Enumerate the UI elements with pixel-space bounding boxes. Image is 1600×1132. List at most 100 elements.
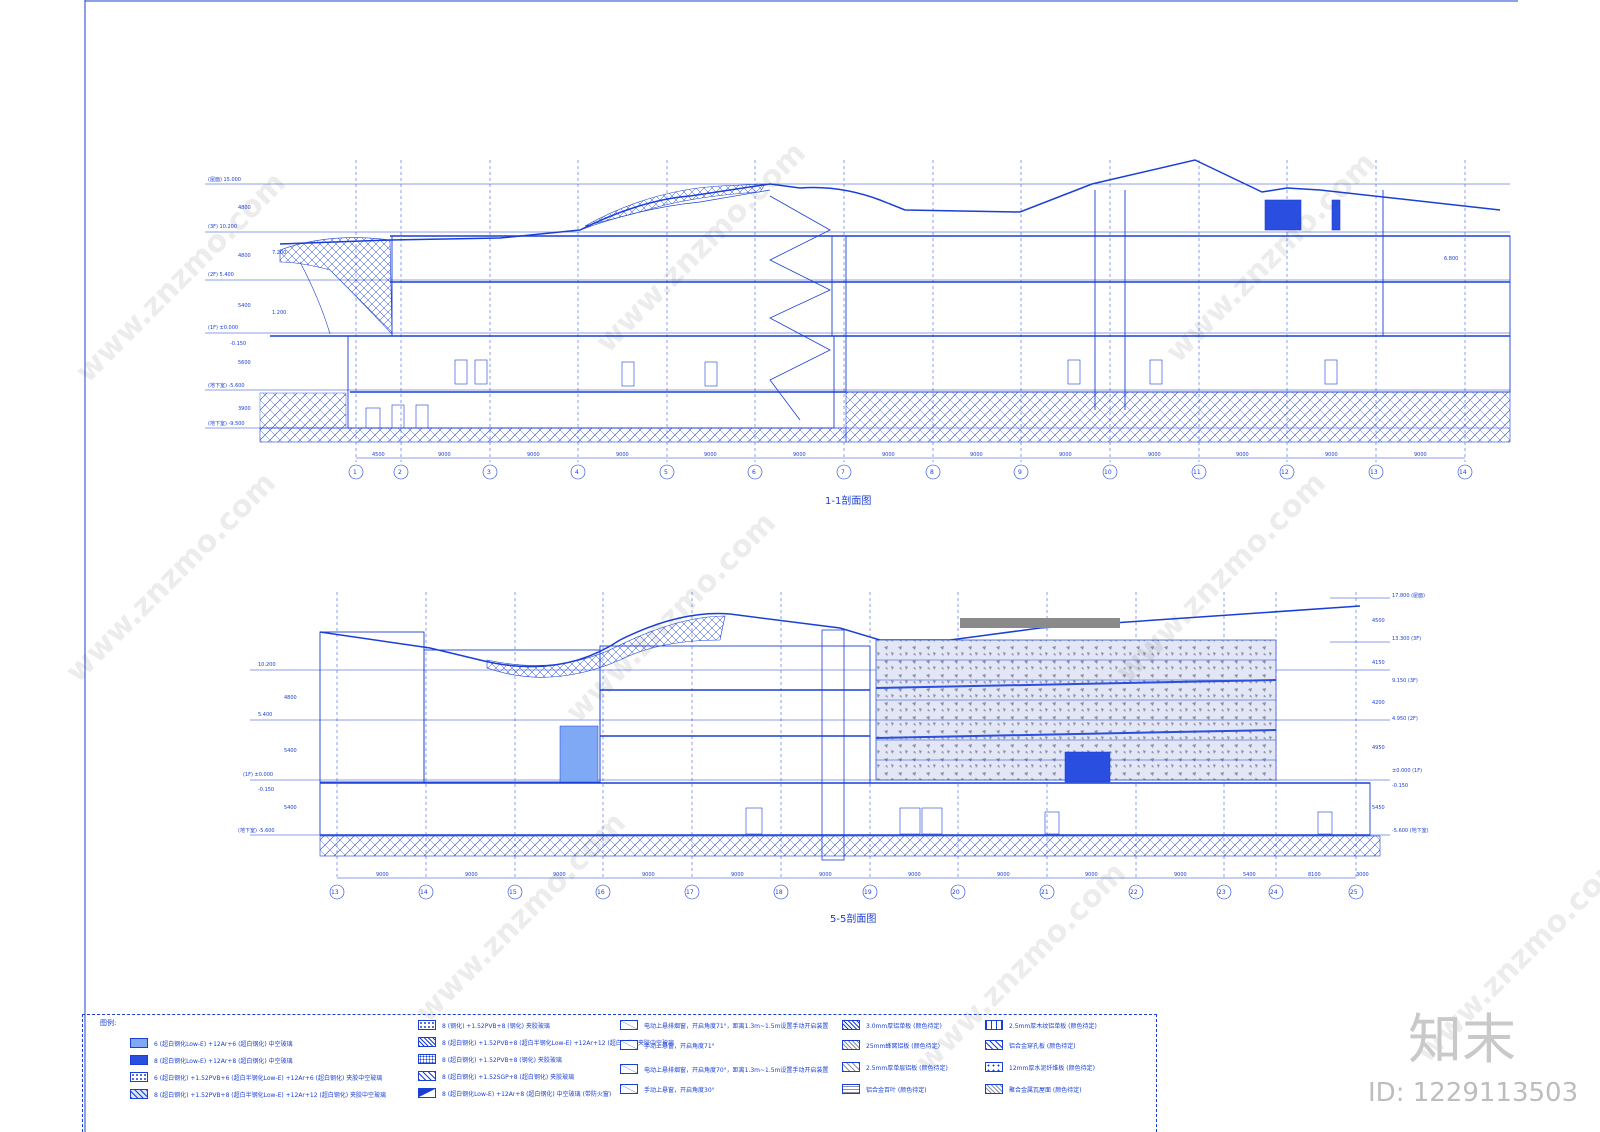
legend-label: 8 (超白钢化Low-E) +12Ar+8 (超白钢化) 中空玻璃 (带防火窗) (442, 1090, 612, 1098)
swatch-icon (418, 1037, 436, 1047)
legend-item: 8 (超白钢化) +1.52PVB+8 (超白半钢化Low-E) +12Ar+1… (418, 1037, 674, 1047)
legend-item: 2.5mm厚木纹铝单板 (颜色待定) (985, 1020, 1097, 1030)
swatch-icon (418, 1054, 436, 1064)
height-dim: 5450 (1372, 805, 1385, 811)
legend-label: 铝合金穿孔板 (颜色待定) (1009, 1042, 1076, 1050)
axis-label: 8 (930, 469, 934, 476)
axis-label: 12 (1281, 469, 1289, 476)
legend-item: 8 (超白钢化Low-E) +12Ar+8 (超白钢化) 中空玻璃 (130, 1055, 293, 1065)
height-dim: 4950 (1372, 745, 1385, 751)
axis-label: 11 (1193, 469, 1201, 476)
legend-item: 8 (超白钢化) +1.52PVB+8 (超白半钢化Low-E) +12Ar+1… (130, 1089, 386, 1099)
span-dim: 9000 (438, 452, 451, 458)
axis-label: 17 (686, 889, 694, 896)
legend-label: 铝合金百叶 (颜色待定) (866, 1086, 927, 1094)
swatch-icon (418, 1088, 436, 1098)
swatch-icon (418, 1071, 436, 1081)
span-dim: 9000 (997, 872, 1010, 878)
swatch-icon (842, 1062, 860, 1072)
axis-label: 13 (331, 889, 339, 896)
legend-item: 铝合金穿孔板 (颜色待定) (985, 1040, 1076, 1050)
section-5-title: 5-5剖面图 (830, 914, 877, 925)
swatch-icon (130, 1072, 148, 1082)
height-dim: 3900 (238, 406, 251, 412)
legend-item: 8 (超白钢化Low-E) +12Ar+8 (超白钢化) 中空玻璃 (带防火窗) (418, 1088, 611, 1098)
level-mark: (2F) 5.400 (208, 272, 234, 278)
span-dim: 9000 (1236, 452, 1249, 458)
span-dim: 9000 (1174, 872, 1187, 878)
legend-label: 聚合金属瓦屋面 (颜色待定) (1009, 1086, 1082, 1094)
window-icon (620, 1084, 638, 1094)
level-mark: -0.150 (1392, 783, 1409, 789)
span-dim: 9000 (1059, 452, 1072, 458)
legend-box (82, 1014, 1157, 1132)
swatch-icon (842, 1084, 860, 1094)
legend-label: 电动上悬排烟窗，开启角度70°，距离1.3m~1.5m设置手动开启装置 (644, 1066, 829, 1074)
legend-item: 电动上悬排烟窗，开启角度71°，距离1.3m~1.5m设置手动开启装置 (620, 1020, 828, 1030)
swatch-icon (842, 1020, 860, 1030)
level-mark: -0.150 (258, 787, 275, 793)
level-mark: 10.200 (258, 662, 276, 668)
elevation-note: 7.200 (272, 250, 287, 256)
span-dim: 9000 (908, 872, 921, 878)
legend-item: 12mm厚水泥纤维板 (颜色待定) (985, 1062, 1095, 1072)
swatch-icon (985, 1062, 1003, 1072)
axis-label: 6 (752, 469, 756, 476)
axis-label: 10 (1104, 469, 1112, 476)
swatch-icon (842, 1040, 860, 1050)
legend-label: 8 (超白钢化) +1.52PVB+8 (超白半钢化Low-E) +12Ar+1… (442, 1039, 675, 1047)
legend-item: 手动上悬窗，开启角度30° (620, 1084, 715, 1094)
height-dim: 5400 (238, 303, 251, 309)
legend-item: 8 (超白钢化) +1.52SGP+8 (超白钢化) 夹胶玻璃 (418, 1071, 574, 1081)
span-dim: 3000 (1356, 872, 1369, 878)
legend-item: 电动上悬排烟窗，开启角度70°，距离1.3m~1.5m设置手动开启装置 (620, 1064, 828, 1074)
legend-label: 25mm蜂窝铝板 (颜色待定) (866, 1042, 940, 1050)
legend-item: 铝合金百叶 (颜色待定) (842, 1084, 927, 1094)
axis-label: 13 (1370, 469, 1378, 476)
level-mark: -0.150 (230, 341, 247, 347)
legend-label: 8 (钢化) +1.52PVB+8 (钢化) 夹胶玻璃 (442, 1022, 550, 1030)
span-dim: 9000 (465, 872, 478, 878)
section-1-1 (205, 159, 1511, 480)
legend-title: 图例: (100, 1019, 117, 1027)
legend-label: 2.5mm厚木纹铝单板 (颜色待定) (1009, 1022, 1097, 1030)
elevation-note: 1.200 (272, 310, 287, 316)
level-mark: -5.600 (地下室) (1392, 828, 1429, 834)
height-dim: 4800 (238, 205, 251, 211)
level-mark: 5.400 (258, 712, 273, 718)
height-dim: 5600 (238, 360, 251, 366)
axis-label: 3 (487, 469, 491, 476)
span-dim: 9000 (793, 452, 806, 458)
legend-item: 8 (超白钢化) +1.52PVB+8 (钢化) 夹胶玻璃 (418, 1054, 562, 1064)
level-mark: (地下室) -9.500 (208, 421, 245, 427)
swatch-icon (130, 1055, 148, 1065)
legend-label: 6 (超白钢化Low-E) +12Ar+6 (超白钢化) 中空玻璃 (154, 1040, 293, 1048)
legend-item: 6 (超白钢化) +1.52PVB+6 (超白半钢化Low-E) +12Ar+6… (130, 1072, 382, 1082)
axis-label: 20 (952, 889, 960, 896)
legend-label: 6 (超白钢化) +1.52PVB+6 (超白半钢化Low-E) +12Ar+6… (154, 1074, 383, 1082)
legend-label: 3.0mm厚铝单板 (颜色待定) (866, 1022, 942, 1030)
span-dim: 9000 (1325, 452, 1338, 458)
span-dim: 4500 (372, 452, 385, 458)
span-dim: 9000 (882, 452, 895, 458)
swatch-icon (985, 1040, 1003, 1050)
level-mark: (地下室) -5.600 (238, 828, 275, 834)
span-dim: 9000 (376, 872, 389, 878)
level-mark: (3F) 10.200 (208, 224, 238, 230)
legend-item: 2.5mm厚单层铝板 (颜色待定) (842, 1062, 948, 1072)
height-dim: 5400 (284, 748, 297, 754)
axis-label: 22 (1130, 889, 1138, 896)
axis-label: 9 (1018, 469, 1022, 476)
legend-label: 8 (超白钢化) +1.52SGP+8 (超白钢化) 夹胶玻璃 (442, 1073, 575, 1081)
axis-label: 16 (597, 889, 605, 896)
level-mark: (1F) ±0.000 (243, 772, 274, 778)
height-dim: 5400 (284, 805, 297, 811)
legend-label: 8 (超白钢化) +1.52PVB+8 (钢化) 夹胶玻璃 (442, 1056, 562, 1064)
section-5-5 (250, 592, 1390, 900)
axis-label: 14 (1459, 469, 1467, 476)
axis-label: 25 (1350, 889, 1358, 896)
legend-label: 手动上悬窗，开启角度71° (644, 1042, 715, 1050)
axis-label: 7 (841, 469, 845, 476)
brand-logo: 知末 (1408, 1008, 1516, 1071)
